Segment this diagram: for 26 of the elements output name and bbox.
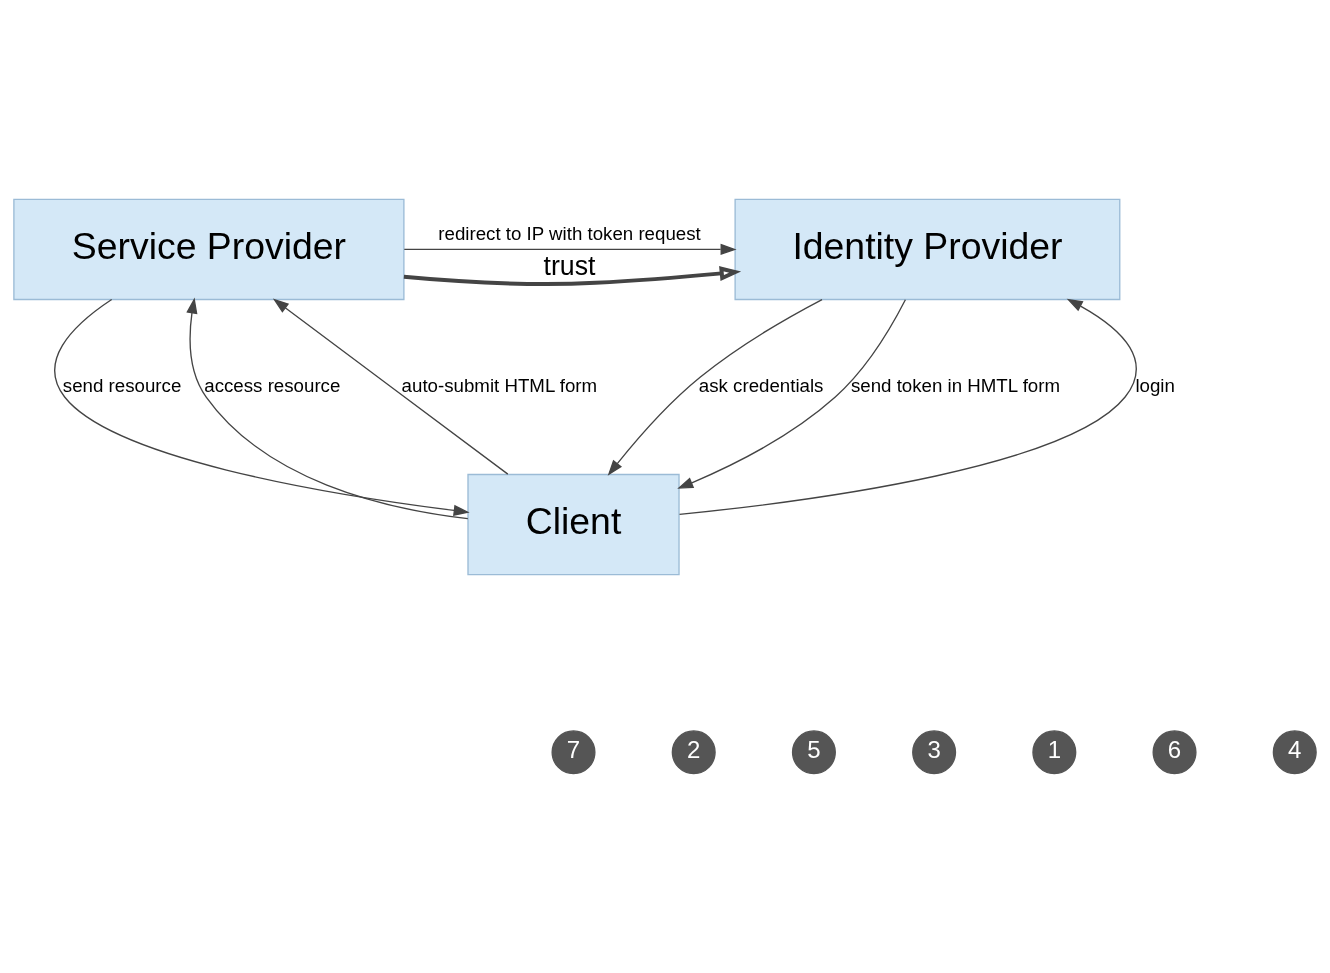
arrow [403, 243, 737, 256]
arrow [677, 299, 907, 489]
edge-label: ask credentials [698, 374, 824, 396]
edge-label: send resource [62, 374, 182, 396]
label: 1 [1047, 736, 1062, 764]
arrow [678, 298, 1137, 516]
edge-label: trust [543, 250, 596, 281]
node-box: Service Provider [13, 198, 405, 301]
edge-label: redirect to IP with token request [438, 223, 701, 245]
label: 3 [927, 736, 941, 764]
arrow [54, 298, 470, 516]
arrow [403, 266, 742, 286]
edge-label: login [1135, 374, 1175, 396]
edge-label: access resource [204, 374, 341, 396]
node-box: Client [467, 473, 680, 576]
node-box: Identity Provider [734, 198, 1121, 301]
arrow [272, 298, 509, 475]
label: 4 [1288, 736, 1302, 764]
edge-label: send token in HMTL form [850, 374, 1061, 396]
edge-label: auto-submit HTML form [401, 374, 598, 396]
arrow [186, 297, 469, 520]
label: 6 [1167, 736, 1182, 764]
arrow [607, 298, 823, 476]
label: 2 [687, 736, 701, 764]
label: 7 [566, 736, 581, 764]
label: 5 [807, 736, 821, 764]
